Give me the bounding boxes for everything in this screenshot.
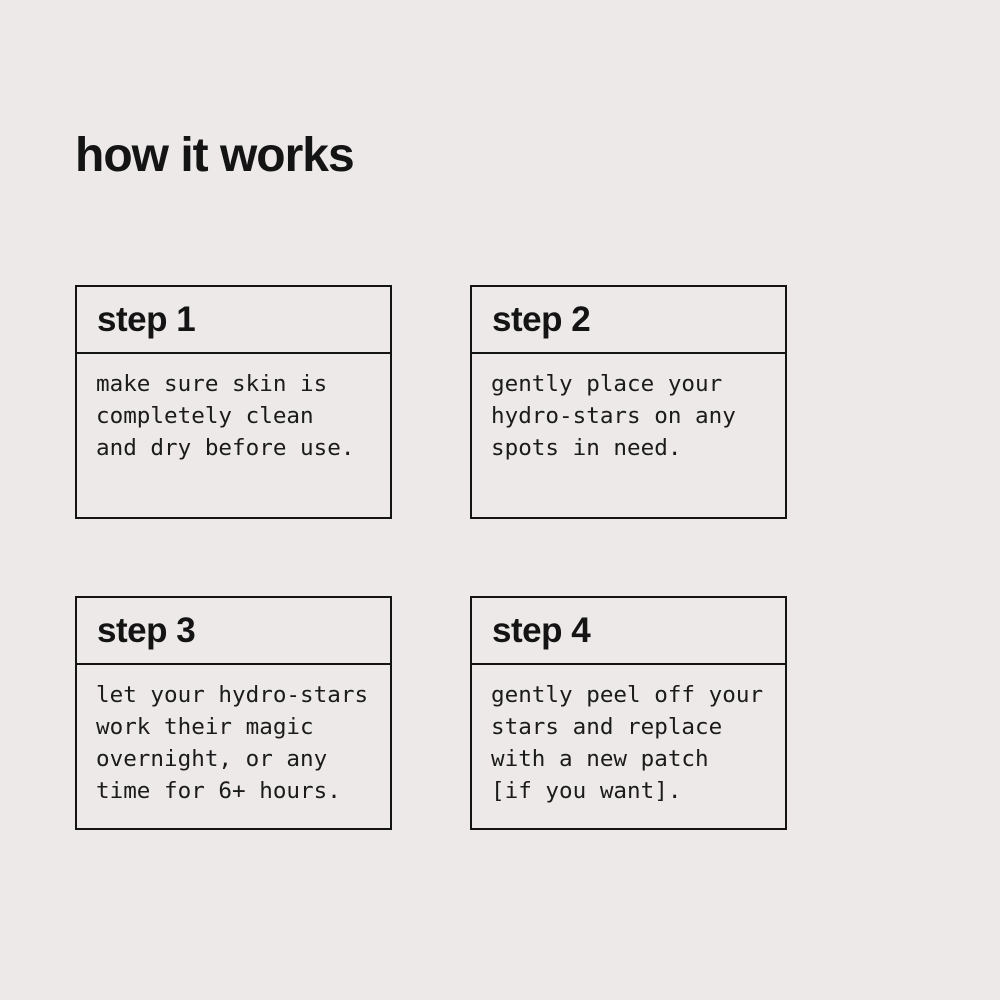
step-card-4: step 4 gently peel off your stars and re… — [470, 596, 787, 830]
step-3-label: step 3 — [97, 610, 196, 650]
page-title: how it works — [75, 129, 355, 183]
step-card-2: step 2 gently place your hydro-stars on … — [470, 285, 787, 519]
step-card-2-header: step 2 — [472, 287, 785, 354]
step-card-1-header: step 1 — [77, 287, 390, 354]
step-2-body: gently place your hydro-stars on any spo… — [491, 371, 736, 461]
step-3-body: let your hydro-stars work their magic ov… — [96, 682, 369, 804]
step-1-label: step 1 — [97, 299, 196, 339]
step-4-label: step 4 — [492, 610, 591, 650]
step-2-label: step 2 — [492, 299, 591, 339]
step-4-body: gently peel off your stars and replace w… — [491, 682, 764, 804]
step-card-3: step 3 let your hydro-stars work their m… — [75, 596, 392, 830]
step-1-body: make sure skin is completely clean and d… — [96, 371, 355, 461]
step-card-1: step 1 make sure skin is completely clea… — [75, 285, 392, 519]
step-card-4-header: step 4 — [472, 598, 785, 665]
step-card-3-header: step 3 — [77, 598, 390, 665]
